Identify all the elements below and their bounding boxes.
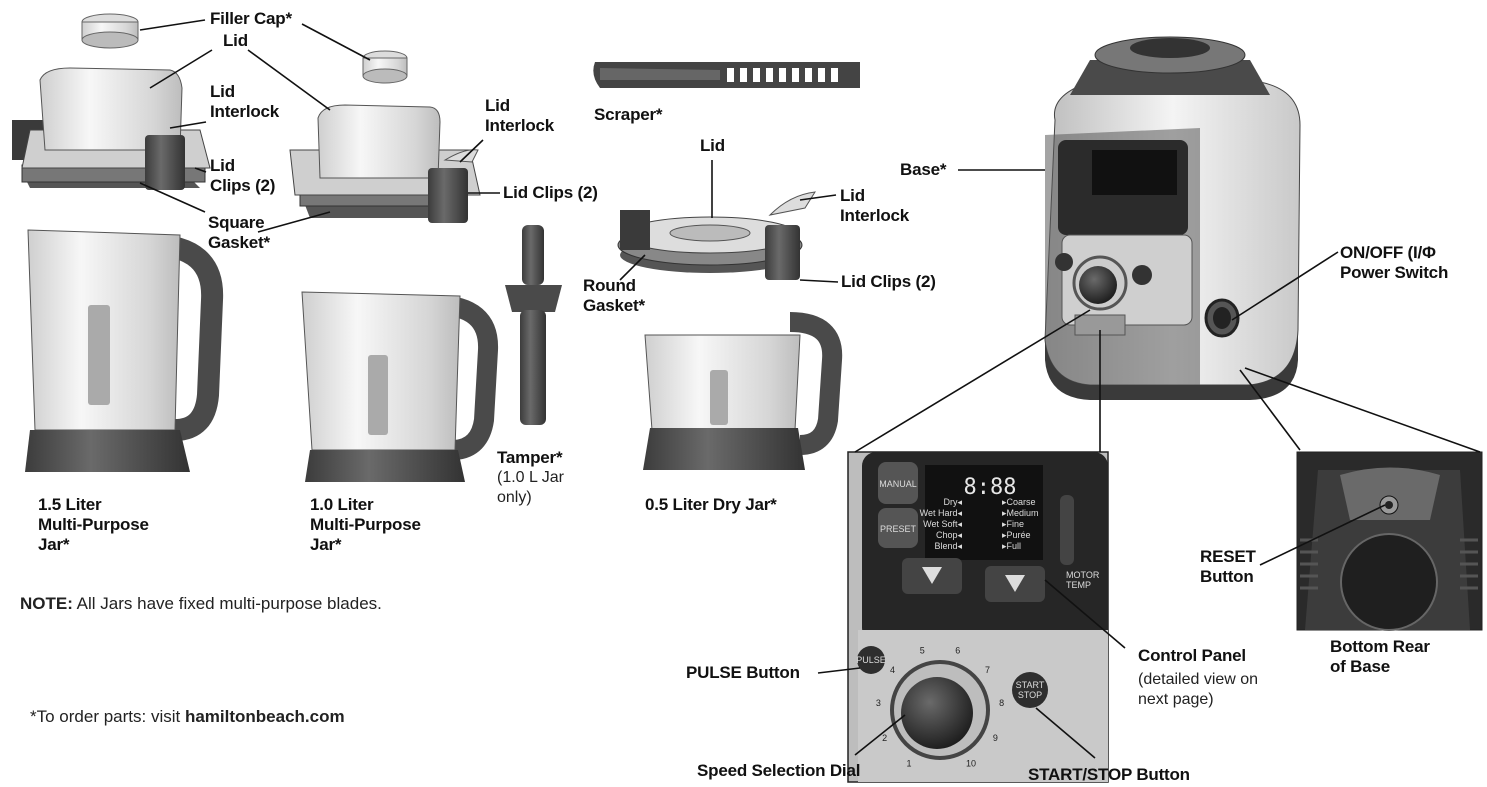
control-panel-label: Control Panel (1138, 646, 1246, 665)
lcd-left-preset: Dry◂ (943, 497, 962, 507)
lcd-right-preset: ▸Medium (1002, 508, 1039, 518)
panel-motor-temp: MOTOR TEMP (1066, 570, 1102, 590)
dial-number-ring: 1 2 3 4 5 6 7 8 9 10 (876, 646, 1004, 769)
filler-cap-right (362, 50, 408, 84)
down-arrow-icon (1005, 575, 1025, 592)
lid-clips-label-3: Lid Clips (2) (841, 272, 936, 291)
lid-clips-label-1: Lid Clips (2) (210, 156, 276, 195)
jar-1-5-liter (25, 229, 224, 472)
dial-number: 4 (890, 665, 895, 675)
bottom-rear-zoom (1296, 451, 1483, 631)
power-switch-label: ON/OFF (I/Φ Power Switch (1340, 243, 1449, 282)
panel-manual-label: MANUAL (879, 479, 917, 489)
jar-0-5-liter (643, 312, 843, 470)
panel-preset-label: PRESET (880, 524, 917, 534)
lid-label-top: Lid (223, 31, 248, 50)
filler-cap-left (81, 13, 139, 49)
round-gasket-label: Round Gasket* (583, 276, 645, 315)
panel-pulse-text: PULSE (856, 655, 886, 665)
lcd-right-preset: ▸Purée (1002, 530, 1031, 540)
dial-number: 1 (906, 759, 911, 769)
dial-number: 10 (966, 759, 976, 769)
down-arrow-icon (922, 567, 942, 584)
lcd-left-preset: Wet Hard◂ (920, 508, 963, 518)
lcd-right-preset: ▸Coarse (1002, 497, 1036, 507)
dial-number: 3 (876, 698, 881, 708)
jar-1-0-label: 1.0 Liter Multi-Purpose Jar* (310, 495, 421, 554)
panel-digits: 8:88 (964, 475, 1017, 500)
start-stop-label: START/STOP Button (1028, 765, 1190, 784)
dial-number: 9 (993, 733, 998, 743)
lcd-right-preset: ▸Fine (1002, 519, 1024, 529)
jar-0-5-label: 0.5 Liter Dry Jar* (645, 495, 777, 514)
panel-start-text: START (1016, 680, 1045, 690)
lid-interlock-label-2: Lid Interlock (485, 96, 555, 135)
dial-number: 6 (955, 646, 960, 656)
panel-left-presets: Dry◂Wet Hard◂Wet Soft◂Chop◂Blend◂ (920, 497, 963, 551)
speed-dial-label: Speed Selection Dial (697, 761, 861, 780)
square-gasket-label: Square Gasket* (208, 213, 270, 252)
reset-button-label: RESET Button (1200, 547, 1256, 586)
note-text: NOTE: All Jars have fixed multi-purpose … (20, 594, 382, 614)
lcd-left-preset: Wet Soft◂ (923, 519, 962, 529)
scraper (593, 62, 860, 88)
scraper-label: Scraper* (594, 105, 663, 124)
tamper-label: Tamper* (497, 448, 563, 467)
note-body: All Jars have fixed multi-purpose blades… (72, 594, 382, 613)
control-panel-note: (detailed view on next page) (1138, 671, 1259, 708)
note-prefix: NOTE: (20, 594, 73, 613)
dial-number: 2 (882, 733, 887, 743)
order-prefix: *To order parts: visit (30, 707, 185, 726)
lid-clips-label-2: Lid Clips (2) (503, 183, 598, 202)
lcd-left-preset: Chop◂ (936, 530, 963, 540)
blender-base (1044, 36, 1301, 400)
lid-interlock-label-1: Lid Interlock (210, 82, 280, 121)
order-text: *To order parts: visit hamiltonbeach.com (30, 707, 345, 727)
dial-number: 5 (920, 646, 925, 656)
tamper-note: (1.0 L Jar only) (497, 469, 564, 506)
lid-square-small (289, 104, 481, 223)
filler-cap-label: Filler Cap* (210, 9, 292, 28)
control-panel-zoom: MANUAL PRESET 8:88 Dry◂Wet Hard◂Wet Soft… (847, 451, 1109, 783)
leader-lines (139, 19, 1481, 759)
panel-stop-text: STOP (1018, 690, 1042, 700)
dial-number: 7 (985, 665, 990, 675)
tamper (505, 225, 562, 425)
pulse-button-label: PULSE Button (686, 663, 800, 682)
lid-round (617, 191, 816, 280)
dial-number: 8 (999, 698, 1004, 708)
lcd-right-preset: ▸Full (1002, 541, 1021, 551)
lid-label-dry: Lid (700, 136, 725, 155)
lid-square-large (12, 67, 211, 190)
jar-1-0-liter (301, 291, 499, 482)
order-site-link[interactable]: hamiltonbeach.com (184, 707, 345, 726)
jar-1-5-label: 1.5 Liter Multi-Purpose Jar* (38, 495, 149, 554)
lcd-left-preset: Blend◂ (934, 541, 962, 551)
panel-right-presets: ▸Coarse▸Medium▸Fine▸Purée▸Full (1002, 497, 1039, 551)
base-label: Base* (900, 160, 947, 179)
bottom-rear-label: Bottom Rear of Base (1330, 637, 1430, 676)
lid-interlock-label-3: Lid Interlock (840, 186, 910, 225)
